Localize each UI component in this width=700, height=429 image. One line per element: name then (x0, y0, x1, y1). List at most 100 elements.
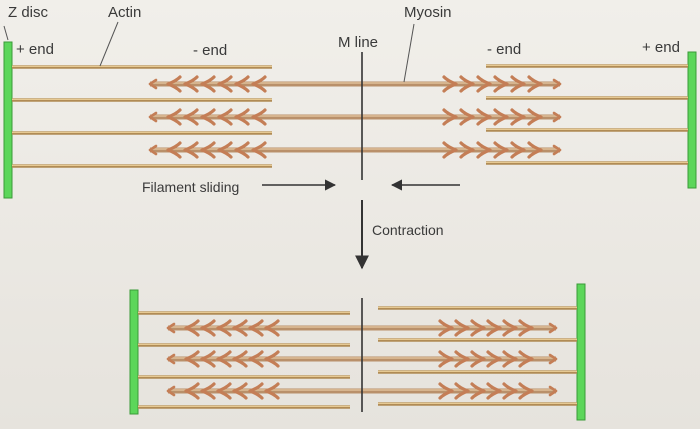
myosin-bottom-0-head-left-4 (248, 319, 264, 337)
myosin-bottom-2-head-left-3 (232, 382, 248, 400)
myosin-top-1-head-left-5 (251, 108, 267, 126)
myosin-bottom-1-head-right-1 (454, 350, 470, 368)
myosin-label: Myosin (404, 4, 452, 21)
myosin-top-0-head-right-3 (493, 75, 509, 93)
myosin-bottom-0-head-left-1 (200, 319, 216, 337)
minus-end-right-label: - end (487, 41, 522, 58)
myosin-bottom-1-head-left-1 (200, 350, 216, 368)
myosin-top-2-head-right-4 (510, 141, 526, 159)
actin-label: Actin (108, 4, 142, 21)
myosin-top-1-head-right-0 (442, 108, 458, 126)
myosin-bottom-2-head-left-0 (184, 382, 200, 400)
myosin-top-1-head-left-0 (166, 108, 182, 126)
myosin-top-2-head-left-1 (183, 141, 199, 159)
myosin-bottom-2-head-right-2 (470, 382, 486, 400)
myosin-bottom-2-head-left-2 (216, 382, 232, 400)
myosin-bottom-0-head-right-0 (438, 319, 454, 337)
myosin-bottom-0-head-right-5 (518, 319, 534, 337)
myosin-top-1-head-left-4 (234, 108, 250, 126)
myosin-bottom-2-head-right-4 (502, 382, 518, 400)
myosin-bottom-0-head-left-5 (264, 319, 280, 337)
z-disc-label: Z disc (8, 4, 49, 21)
myosin-top-0-head-right-1 (459, 75, 475, 93)
myosin-top-0-head-right-2 (476, 75, 492, 93)
myosin-top-0-head-right-0 (442, 75, 458, 93)
myosin-bottom-0-head-left-3 (232, 319, 248, 337)
myosin-bottom-1-head-right-0 (438, 350, 454, 368)
myosin-top-0-tip-left (148, 78, 158, 90)
z-disc-bottom-right (576, 283, 586, 421)
myosin-bottom-0-tip-right (548, 322, 558, 334)
myosin-bottom-0-head-left-2 (216, 319, 232, 337)
filament-sliding-label: Filament sliding (142, 179, 240, 195)
myosin-top-1-tip-right (552, 111, 562, 123)
plus-end-right-label: + end (642, 39, 680, 56)
myosin-bottom-2-head-right-5 (518, 382, 534, 400)
myosin-top-0-head-left-0 (166, 75, 182, 93)
m-line-label: M line (338, 34, 379, 51)
actin-pointer (99, 21, 119, 67)
myosin-top-0-tip-right (552, 78, 562, 90)
myosin-bottom-2-tip-left (166, 385, 176, 397)
myosin-top-1-head-right-1 (459, 108, 475, 126)
myosin-top-1-tip-left (148, 111, 158, 123)
myosin-top-2-head-right-3 (493, 141, 509, 159)
myosin-bottom-1-head-left-4 (248, 350, 264, 368)
myosin-top-2-tip-left (148, 144, 158, 156)
myosin-bottom-0-head-right-1 (454, 319, 470, 337)
myosin-bottom-1-head-right-3 (486, 350, 502, 368)
myosin-bottom-2-head-right-3 (486, 382, 502, 400)
z-disc-left (3, 41, 13, 199)
myosin-bottom-1-head-left-2 (216, 350, 232, 368)
myosin-top-2-head-left-0 (166, 141, 182, 159)
contraction-label: Contraction (372, 222, 444, 238)
myosin-top-1-head-right-2 (476, 108, 492, 126)
myosin-bottom-2-head-right-0 (438, 382, 454, 400)
myosin-bottom-1-tip-left (166, 353, 176, 365)
myosin-top-0-head-left-3 (217, 75, 233, 93)
myosin-top-2-tip-right (552, 144, 562, 156)
myosin-bottom-0-tip-left (166, 322, 176, 334)
myosin-bottom-2-tip-right (548, 385, 558, 397)
myosin-bottom-0-head-right-2 (470, 319, 486, 337)
myosin-top-2-head-right-2 (476, 141, 492, 159)
z-disc-right (687, 51, 697, 189)
myosin-top-0-head-left-2 (200, 75, 216, 93)
myosin-top-2-head-left-3 (217, 141, 233, 159)
myosin-bottom-1-head-right-5 (518, 350, 534, 368)
minus-end-left-label: - end (193, 42, 228, 59)
myosin-bottom-1-tip-right (548, 353, 558, 365)
myosin-top-2-head-right-5 (527, 141, 543, 159)
myosin-bottom-2-head-left-1 (200, 382, 216, 400)
myosin-top-2-head-right-1 (459, 141, 475, 159)
myosin-bottom-0-head-left-0 (184, 319, 200, 337)
myosin-top-2-head-right-0 (442, 141, 458, 159)
myosin-top-0-head-left-5 (251, 75, 267, 93)
myosin-top-0-head-left-4 (234, 75, 250, 93)
z-disc-pointer (3, 25, 9, 41)
myosin-pointer (403, 23, 415, 83)
myosin-top-0-head-left-1 (183, 75, 199, 93)
myosin-top-2-head-left-2 (200, 141, 216, 159)
myosin-top-1-head-left-1 (183, 108, 199, 126)
myosin-bottom-2-head-left-4 (248, 382, 264, 400)
myosin-top-1-head-left-2 (200, 108, 216, 126)
myosin-bottom-2-head-right-1 (454, 382, 470, 400)
z-disc-bottom-left (129, 289, 139, 415)
myosin-bottom-1-head-right-4 (502, 350, 518, 368)
myosin-top-1-head-right-4 (510, 108, 526, 126)
myosin-top-1-head-right-3 (493, 108, 509, 126)
myosin-top-0-head-right-4 (510, 75, 526, 93)
myosin-bottom-1-head-left-0 (184, 350, 200, 368)
myosin-bottom-0-head-right-4 (502, 319, 518, 337)
myosin-bottom-1-head-left-3 (232, 350, 248, 368)
myosin-top-0-head-right-5 (527, 75, 543, 93)
myosin-top-2-head-left-5 (251, 141, 267, 159)
myosin-bottom-2-head-left-5 (264, 382, 280, 400)
plus-end-left-label: + end (16, 41, 54, 58)
myosin-top-1-head-left-3 (217, 108, 233, 126)
myosin-bottom-0-head-right-3 (486, 319, 502, 337)
myosin-bottom-1-head-left-5 (264, 350, 280, 368)
myosin-top-1-head-right-5 (527, 108, 543, 126)
